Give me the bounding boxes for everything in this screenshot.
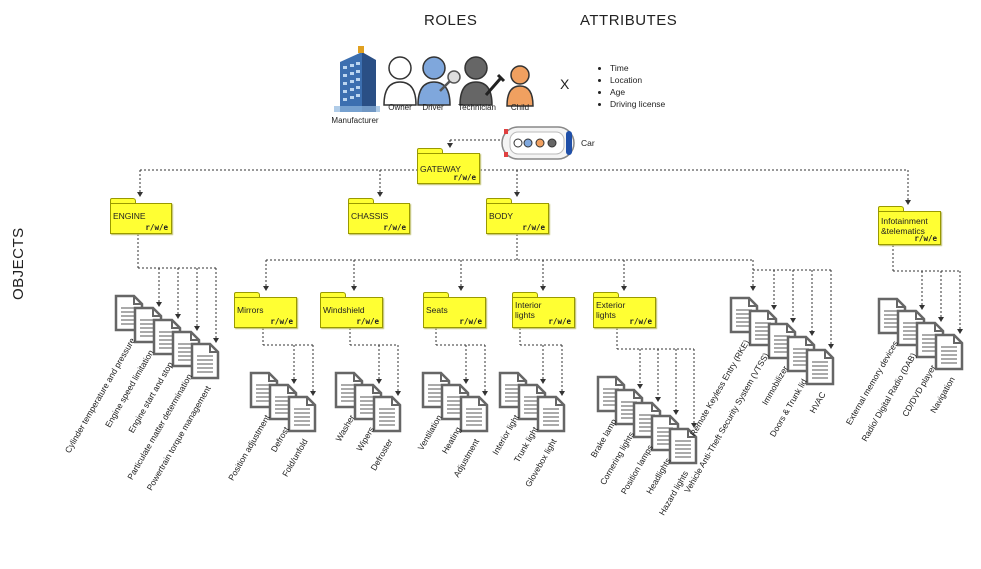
attribute-item: Age [610,86,665,98]
folder-permission: r/w/e [356,317,379,326]
arrow-head [377,192,383,197]
arrow-head [637,384,643,389]
folder-permission: r/w/e [914,234,937,243]
folder-gateway: GATEWAY r/w/e [417,148,480,184]
folder-infotainment: Infotainment &telematics r/w/e [878,206,941,245]
arrow-head [540,379,546,384]
arrow-head [828,344,834,349]
arrow-head [175,314,181,319]
folder-chassis: CHASSIS r/w/e [348,198,410,234]
arrow-head [458,286,464,291]
folder-windshield: Windshield r/w/e [320,292,383,328]
folder-permission: r/w/e [459,317,482,326]
car-label: Car [581,138,595,148]
document-icon [536,395,566,433]
arrow-head [771,305,777,310]
arrow-head [514,192,520,197]
arrow-head [376,379,382,384]
arrow-head [750,286,756,291]
role-technician-label: Technician [458,103,496,112]
attribute-item: Driving license [610,98,665,110]
arrow-head [655,397,661,402]
folder-body: BODY r/w/e [486,198,549,234]
folder-permission: r/w/e [548,317,571,326]
arrow-head [447,143,453,148]
folder-permission: r/w/e [629,317,652,326]
arrow-head [809,331,815,336]
document-icon [805,348,835,386]
folder-title: Interior lights [515,300,542,320]
folder-title: Mirrors [237,305,264,315]
folder-permission: r/w/e [145,223,168,232]
document-icon [190,342,220,380]
arrow-head [156,302,162,307]
arrow-head [213,338,219,343]
folder-mirrors: Mirrors r/w/e [234,292,297,328]
arrow-head [691,423,697,428]
arrow-head [194,326,200,331]
arrow-head [291,379,297,384]
document-icon [934,333,964,371]
arrow-head [351,286,357,291]
folder-permission: r/w/e [383,223,406,232]
folder-title: CHASSIS [351,211,389,221]
folder-engine: ENGINE r/w/e [110,198,172,234]
role-driver-label: Driver [422,103,444,112]
arrow-head [938,317,944,322]
arrow-head [905,200,911,205]
folder-permission: r/w/e [453,173,476,182]
folder-title: Windshield [323,305,365,315]
person-icon [506,65,534,107]
arrow-head [137,192,143,197]
folder-title: BODY [489,211,514,221]
role-manufacturer-label: Manufacturer [331,116,379,125]
arrow-head [919,305,925,310]
folder-permission: r/w/e [522,223,545,232]
folder-title: ENGINE [113,211,146,221]
document-icon [668,427,698,465]
arrow-head [790,318,796,323]
arrow-head [621,286,627,291]
cross-product-symbol: X [560,76,570,92]
folder-title: GATEWAY [420,164,461,174]
role-owner-label: Owner [388,103,412,112]
document-icon [459,395,489,433]
car-icon [501,126,575,160]
attribute-list: Time Location Age Driving license [598,62,665,110]
arrow-head [957,329,963,334]
folder-permission: r/w/e [270,317,293,326]
attribute-item: Location [610,74,665,86]
arrow-head [263,286,269,291]
arrow-head [482,391,488,396]
attributes-heading: ATTRIBUTES [580,12,678,29]
person-key-icon [417,56,461,106]
role-child-label: Child [510,103,530,112]
folder-title: Seats [426,305,448,315]
arrow-head [310,391,316,396]
attribute-item: Time [610,62,665,74]
folder-exterior-lights: Exterior lights r/w/e [593,292,656,328]
folder-seats: Seats r/w/e [423,292,486,328]
folder-title: Exterior lights [596,300,626,320]
document-icon [287,395,317,433]
objects-heading: OBJECTS [10,227,27,300]
folder-interior-lights: Interior lights r/w/e [512,292,575,328]
arrow-head [395,391,401,396]
arrow-head [559,391,565,396]
person-icon [383,56,417,106]
arrow-head [540,286,546,291]
folder-title: Infotainment &telematics [881,216,928,236]
building-icon [334,46,380,112]
document-icon [372,395,402,433]
person-wrench-icon [459,56,506,106]
arrow-head [673,410,679,415]
arrow-head [463,379,469,384]
roles-heading: ROLES [424,12,478,29]
